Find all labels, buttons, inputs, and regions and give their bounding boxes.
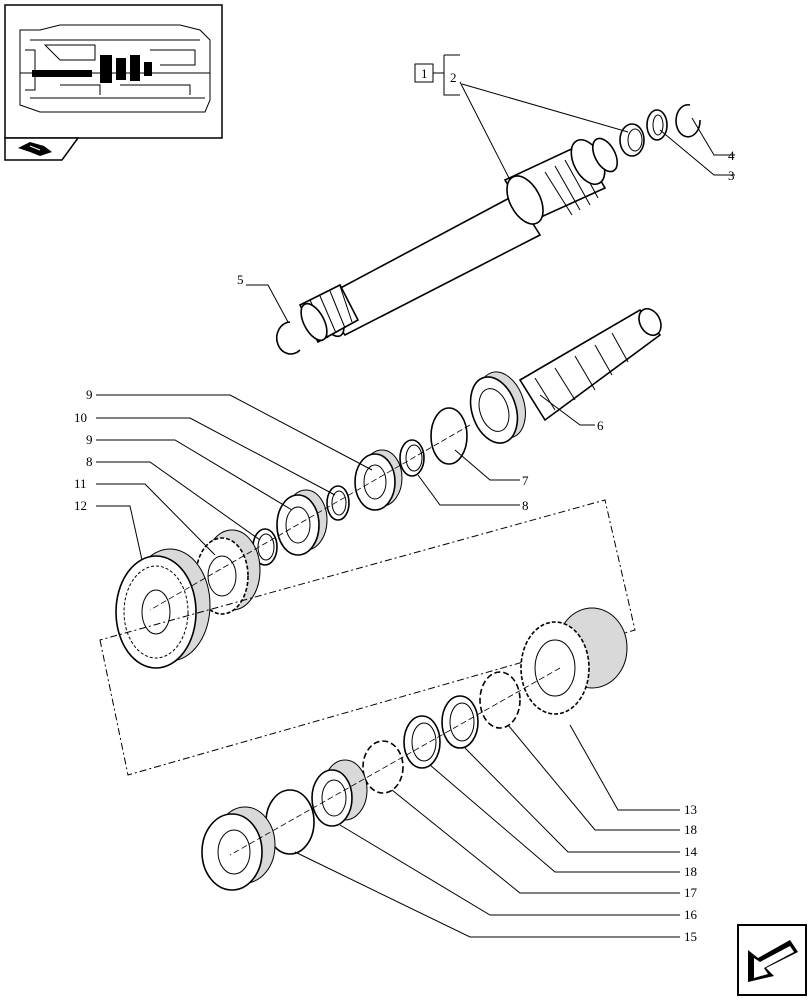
callout-2: 2 — [450, 70, 457, 85]
bearing-top — [619, 123, 645, 157]
leader-lines — [96, 81, 735, 938]
gear-12 — [115, 548, 211, 669]
callout-16: 16 — [684, 907, 698, 922]
callout-18-upper: 18 — [684, 822, 697, 837]
gearbox-section-icon — [19, 24, 211, 113]
callout-6: 6 — [597, 418, 604, 433]
callout-14: 14 — [684, 844, 698, 859]
ring-14 — [441, 695, 479, 749]
callout-11: 11 — [74, 476, 87, 491]
callout-13: 13 — [684, 802, 697, 817]
main-shaft — [298, 137, 619, 344]
callout-10: 10 — [74, 410, 87, 425]
washer-3 — [646, 109, 668, 141]
gear-13 — [520, 607, 628, 715]
needle-cage-18-lower — [362, 740, 404, 794]
bearing-15 — [201, 806, 276, 891]
callout-15: 15 — [684, 929, 697, 944]
ring-10 — [326, 485, 350, 521]
callout-4: 4 — [728, 148, 735, 163]
callout-1: 1 — [421, 66, 428, 81]
snap-ring-7 — [430, 407, 468, 465]
kit-label: 1 — [414, 54, 460, 96]
callout-5: 5 — [237, 272, 244, 287]
book-hand-icon — [18, 142, 52, 156]
ring-18-mid — [403, 715, 441, 769]
callout-8-left: 8 — [86, 454, 93, 469]
callout-18-lower: 18 — [684, 864, 697, 879]
locator-thumbnail[interactable] — [4, 4, 223, 161]
snap-ring-5 — [276, 321, 301, 355]
snap-ring-4 — [675, 103, 701, 138]
callout-3: 3 — [728, 168, 735, 183]
callout-labels: 2 3 4 5 6 7 8 8 9 9 10 11 12 13 14 15 16… — [74, 70, 735, 944]
callout-12: 12 — [74, 498, 87, 513]
callout-7: 7 — [522, 473, 529, 488]
next-page-button[interactable] — [737, 924, 807, 996]
callout-9-top: 9 — [86, 387, 93, 402]
ring-8-lower — [252, 528, 278, 566]
pinion-shaft — [469, 307, 662, 444]
callout-17: 17 — [684, 885, 698, 900]
callout-8-right: 8 — [522, 498, 529, 513]
ring-8-upper — [399, 439, 425, 477]
page-arrow-icon — [748, 940, 798, 982]
bearing-9-upper — [354, 449, 403, 511]
needle-cage-18-upper — [479, 671, 521, 729]
callout-9-mid: 9 — [86, 432, 93, 447]
